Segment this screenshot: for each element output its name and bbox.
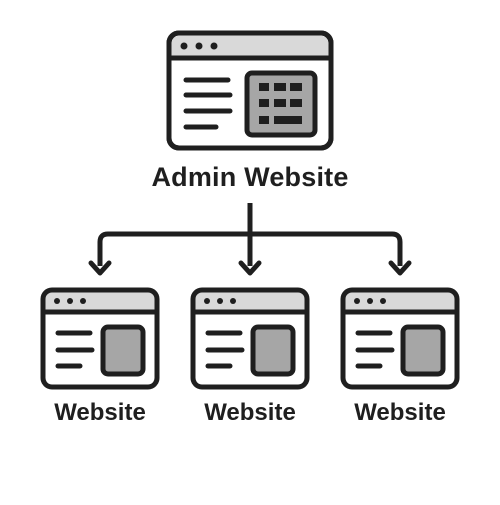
connector-lines [88, 203, 412, 276]
browser-window-icon [340, 287, 460, 390]
arrow-down-icon [388, 260, 412, 276]
website-label-1: Website [54, 399, 146, 426]
browser-window-icon [190, 287, 310, 390]
admin-website-label: Admin Website [151, 162, 349, 192]
arrow-down-icon [238, 260, 262, 276]
branch-bar [97, 231, 403, 266]
admin-browser-window-icon [166, 30, 334, 151]
website-label-3: Website [354, 399, 446, 426]
website-label-2: Website [204, 399, 296, 426]
arrow-down-icon [88, 260, 112, 276]
browser-window-icon [40, 287, 160, 390]
